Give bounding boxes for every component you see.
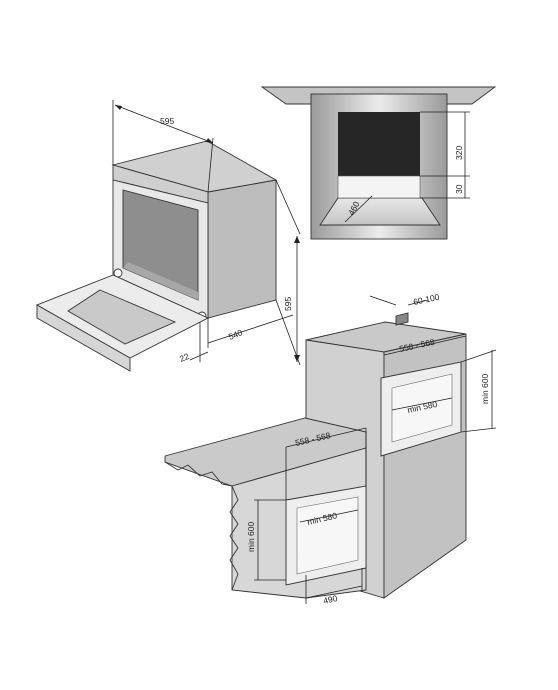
column-niche-back xyxy=(391,373,453,443)
oven-door-edge xyxy=(36,304,131,372)
oven-depth-label: 540 xyxy=(227,327,244,342)
oven-drawing: 595 595 540 22 xyxy=(35,100,301,372)
cavity-back-wall xyxy=(338,112,420,176)
base-front-depth-label: 490 xyxy=(322,593,338,606)
cavity-lower-opening xyxy=(337,175,421,199)
base-cabinet-break xyxy=(229,485,239,591)
oven-height-label: 595 xyxy=(283,297,293,311)
oven-door-glass xyxy=(67,289,177,345)
oven-cavity-floor xyxy=(123,262,198,300)
installation-view: 60-100 558 - 568 min 600 min 580 558 - 5… xyxy=(164,292,497,606)
column-rear-vent xyxy=(395,312,409,326)
worktop-break xyxy=(164,461,233,487)
cavity-height-label: 320 xyxy=(454,146,464,160)
cavity-gap-label: 30 xyxy=(454,184,464,194)
cavity-inner-floor xyxy=(319,197,441,226)
column-vent-label: 60-100 xyxy=(412,292,440,307)
oven-side-panel xyxy=(207,179,277,319)
base-niche-back xyxy=(296,496,359,575)
cavity-view: 320 30 460 xyxy=(260,86,497,240)
oven-width-label: 595 xyxy=(160,116,174,126)
base-height-label: min 600 xyxy=(246,521,256,552)
column-height-label: min 600 xyxy=(480,373,490,404)
oven-door-gap-label: 22 xyxy=(178,351,191,364)
